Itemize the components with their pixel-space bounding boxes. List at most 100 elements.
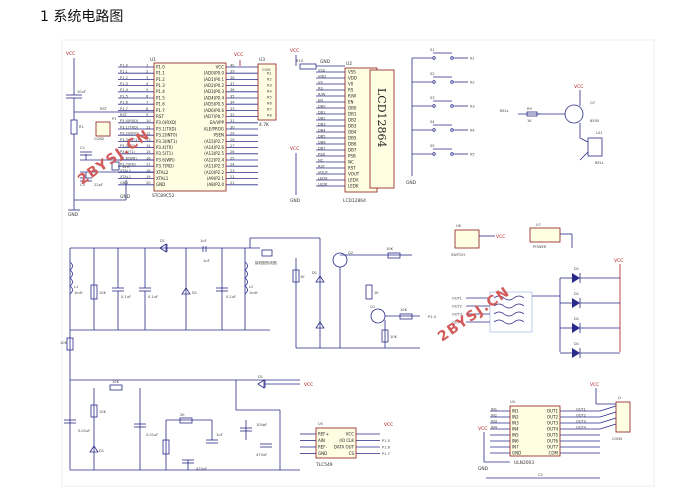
uln-right-pin: OUT3 — [547, 420, 559, 425]
mcu-right-pin-name: (AD2)P0.2 — [204, 83, 225, 88]
lcd-pin-name: VDD — [348, 75, 357, 80]
r-1k-b: 1K — [374, 291, 379, 295]
mcu-right-pin-num: 30 — [230, 125, 235, 129]
c-1uf-adc: 1uF — [216, 433, 223, 437]
adc-section: 10K 10K 0.01uF 10K D1 0.01uF 2K 1uF 470u… — [60, 330, 393, 471]
l1-value: 1mH — [74, 291, 83, 295]
key-ref: S4 — [430, 120, 435, 124]
uln-left-pin: IN3 — [512, 420, 519, 425]
key-contact — [432, 80, 436, 84]
mcu-left-net: RST — [120, 113, 128, 117]
lcd-pin-name: PSB — [348, 153, 356, 158]
gnd-uln: GND — [478, 466, 489, 472]
mcu-left-net: P3.4(T0) — [120, 144, 136, 148]
mcu-left-pin-num: 18 — [146, 169, 151, 173]
l2-label: L2 — [249, 285, 253, 289]
mcu-left-pin-num: 4 — [146, 82, 149, 86]
vcc-uln: VCC — [478, 426, 487, 432]
gnd-lcd2: GND — [290, 198, 301, 204]
switch-name: SWITCH — [451, 253, 465, 257]
mcu-left-net: P1.2 — [120, 76, 128, 80]
c3-label: C3 — [80, 183, 85, 187]
cap-a-label: 0.1uF — [121, 295, 131, 299]
lcd-pin-name: V0 — [348, 81, 354, 86]
mcu-right-pin-name: (A9)P2.1 — [207, 176, 225, 181]
coil-label: 接线圈的线圈 — [255, 260, 277, 265]
r-10k-c: 10K — [400, 308, 408, 312]
key-ref: S2 — [430, 72, 435, 76]
mcu-right-pin-name: (A14)P2.6 — [204, 145, 224, 150]
adc-left-pin: REF+ — [318, 431, 329, 436]
lcd-title: LCD12864 — [375, 88, 388, 148]
mcu-right-pin-name: (AD0)P0.0 — [204, 71, 225, 76]
led-net: OUT2 — [452, 304, 462, 308]
uln-left-pin: IN6 — [512, 438, 519, 443]
l1-label: L1 — [74, 285, 78, 289]
vcc-switch: VCC — [496, 234, 505, 240]
vcc-rst: VCC — [66, 51, 75, 57]
led-net: OUT1 — [452, 296, 462, 300]
adc-net: P1.6 — [382, 445, 391, 449]
mcu-right-pin-name: (A15)P2.7 — [204, 139, 224, 144]
mcu-left-pin-name: P1.1 — [156, 71, 165, 76]
lcd-pin-name: DB7 — [348, 147, 357, 152]
lcd-pin-net: DB4 — [318, 128, 326, 132]
uln-pins: IN1IN2IN3IN4IN5IN6IN7GNDOUT1OUT2OUT3OUT4… — [490, 405, 617, 455]
uln-in-net: IN4 — [491, 425, 498, 429]
mcu-left-pin-name: P3.5(T1) — [156, 151, 173, 156]
mcu-left-net: P1.5 — [120, 94, 128, 98]
lcd-pin-net: DB6 — [318, 140, 326, 144]
lcd-pin-name: LEDA — [348, 177, 359, 182]
adc-right-pin: CS — [349, 451, 355, 456]
mcu-left-net: XTAL2 — [120, 169, 131, 173]
mcu-right-pin-num: 38 — [230, 76, 235, 80]
key-net: K4 — [470, 128, 475, 132]
uln-left-pin: IN7 — [512, 444, 519, 449]
cap-b-label: 0.1uF — [148, 295, 158, 299]
r-rst-label: R1 — [79, 125, 84, 129]
q7-label: Q7 — [590, 101, 595, 105]
mcu-left-pin-name: P3.1(TXD) — [156, 126, 177, 131]
led-coil — [493, 303, 525, 309]
l2-value: 1mH — [249, 291, 258, 295]
mcu-right-pin-name: (AD3)P0.3 — [204, 89, 225, 94]
c470-b: 470uF — [256, 453, 267, 457]
mcu-right-pin-num: 28 — [230, 138, 235, 142]
uln-left-pin: IN4 — [512, 426, 519, 431]
mcu-left-pin-num: 5 — [146, 88, 148, 92]
c-adc-a: 0.01uF — [78, 429, 90, 433]
xtal-label: 12M — [122, 165, 130, 169]
key-contact — [432, 56, 436, 60]
key-contact — [432, 152, 436, 156]
mcu-left-pin-name: P3.7(RD) — [156, 164, 174, 169]
key-contact — [450, 80, 454, 84]
mcu-right-pin-name: (A11)P2.3 — [204, 164, 224, 169]
buzzer-section: BELL R9 1K Q7 8550 VCC LS1 BELL — [500, 84, 604, 165]
mcu-right-pin-name: EA/VPP — [210, 120, 225, 125]
vcc-adc: VCC — [304, 382, 313, 388]
d-adc: D1 — [99, 449, 104, 453]
lcd-pin-name: EN — [348, 99, 354, 104]
lcd-pin-net: PSB — [318, 152, 325, 156]
mcu-right-pin-name: (A12)P2.4 — [204, 157, 224, 162]
led-ref: D1 — [574, 317, 579, 321]
mcu-right-pin-num: 29 — [230, 132, 235, 136]
key-ref: S5 — [430, 144, 435, 148]
rpack-pin: R3 — [267, 83, 272, 87]
c-rst-label: 10uF — [77, 90, 86, 94]
key-contact — [450, 56, 454, 60]
led-ref: D1 — [574, 292, 579, 296]
mcu-left-pin-name: RST — [156, 114, 164, 119]
vcc-lcd: VCC — [290, 48, 299, 54]
adc-ref: U5 — [318, 422, 323, 426]
key-contact — [450, 128, 454, 132]
rpack-pin: R5 — [267, 95, 272, 99]
mcu-right-pin-num: 22 — [230, 175, 235, 179]
key-contact — [450, 104, 454, 108]
led-diode — [572, 348, 580, 358]
key-net: K1 — [470, 56, 475, 60]
d4-label: D1 — [258, 375, 263, 379]
